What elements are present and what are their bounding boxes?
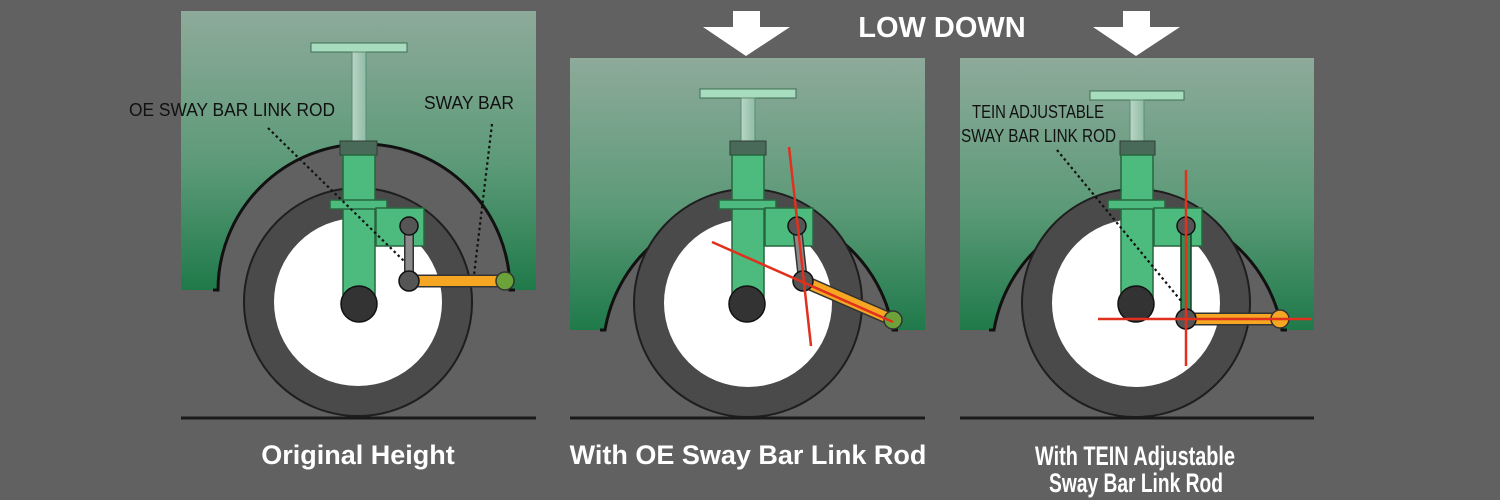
callout-oe-link-rod: OE SWAY BAR LINK ROD: [129, 100, 335, 120]
strut-shaft: [1129, 99, 1145, 143]
strut-body: [1120, 154, 1154, 304]
panel-tein-adjustable: TEIN ADJUSTABLE SWAY BAR LINK ROD With T…: [960, 58, 1314, 498]
panel-caption: Original Height: [261, 440, 455, 470]
down-arrow-icon: [703, 11, 790, 56]
strut-cap: [1119, 140, 1156, 156]
sway-bar-mount: [883, 310, 903, 330]
red-angle-line: [711, 240, 894, 324]
strut-spring-seat: [718, 199, 777, 210]
strut-spring-seat: [1107, 199, 1166, 210]
link-ball-joint: [398, 270, 420, 292]
strut-body: [342, 154, 376, 304]
strut-shaft: [351, 51, 367, 143]
header-title: LOW DOWN: [858, 12, 1026, 44]
red-angle-line: [787, 146, 813, 347]
down-arrow-icon: [1093, 11, 1180, 56]
low-down-header: LOW DOWN: [703, 11, 1180, 56]
hub: [340, 285, 378, 323]
strut-top-mount: [699, 88, 797, 99]
strut-top-mount: [1089, 90, 1185, 101]
link-ball-joint: [399, 216, 419, 236]
hub: [728, 285, 766, 323]
panel-original-height: OE SWAY BAR LINK ROD SWAY BAR Original H…: [129, 11, 536, 470]
car-body: [181, 11, 536, 290]
callout-tein-link-rod: TEIN ADJUSTABLE: [972, 102, 1104, 122]
strut-body: [731, 154, 765, 304]
panel-caption: Sway Bar Link Rod: [1049, 468, 1223, 498]
strut-cap: [339, 140, 378, 156]
sway-bar-mount: [495, 271, 515, 291]
hub: [1117, 285, 1155, 323]
panel-caption: With TEIN Adjustable: [1035, 441, 1235, 471]
strut-spring-seat: [329, 199, 388, 210]
callout-sway-bar: SWAY BAR: [424, 93, 514, 113]
callout-tein-link-rod: SWAY BAR LINK ROD: [961, 126, 1116, 146]
callout-leader: [472, 123, 494, 276]
strut-shaft: [740, 97, 756, 143]
strut-top-mount: [310, 42, 408, 53]
strut-cap: [729, 140, 767, 156]
callout-leader: [267, 127, 406, 263]
panel-oe-link-rod: With OE Sway Bar Link Rod: [570, 58, 927, 470]
panel-caption: With OE Sway Bar Link Rod: [570, 440, 927, 470]
